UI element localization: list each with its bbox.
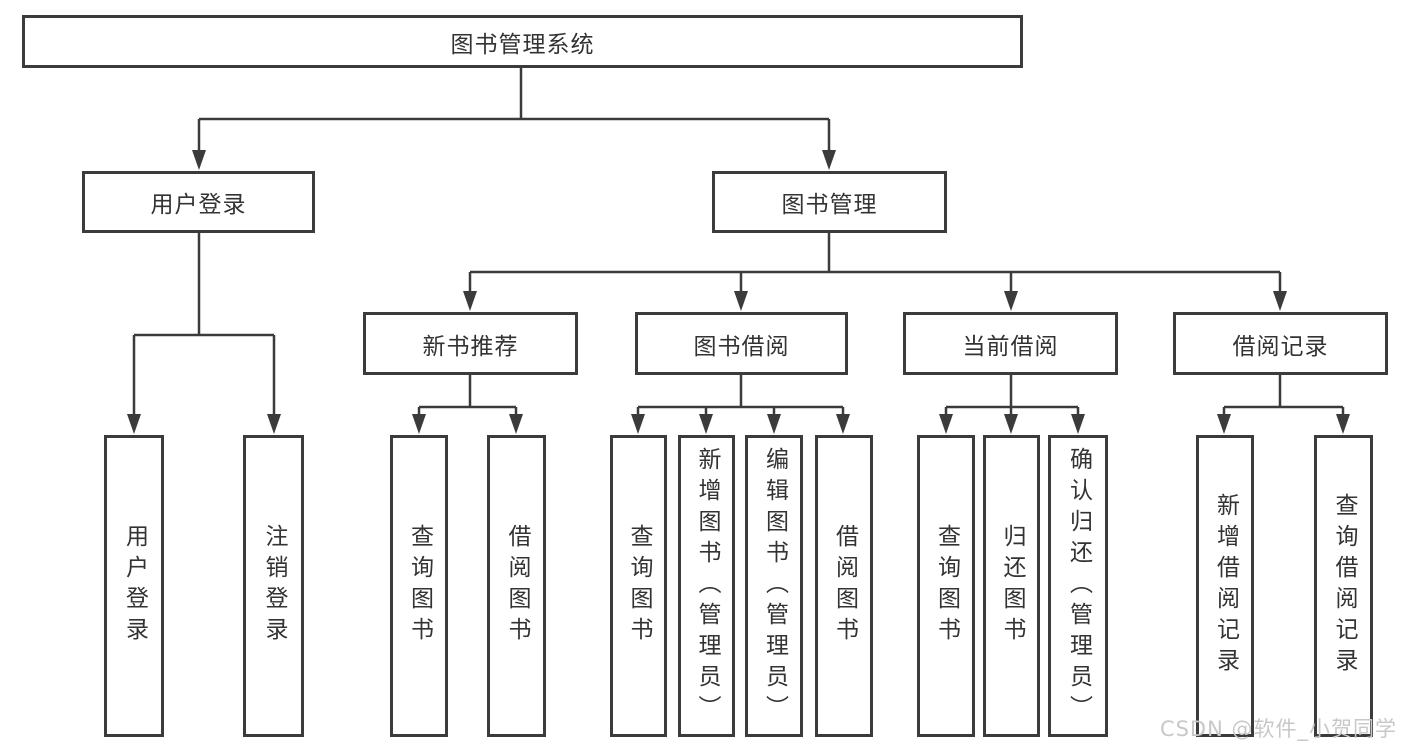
- leaf-confirm-return-admin: 确认归还（管理员）: [1048, 435, 1108, 737]
- connector-user-login-branch: [127, 233, 281, 434]
- leaf-add-borrow-record: 新增借阅记录: [1196, 435, 1254, 737]
- leaf-query-books-3: 查询图书: [917, 435, 975, 737]
- node-root: 图书管理系统: [22, 15, 1023, 68]
- connector-book-borrow-branch: [631, 375, 850, 434]
- arrowhead: [734, 291, 748, 311]
- connector-book-mgmt-branch: [463, 233, 1287, 311]
- arrowhead: [822, 150, 836, 170]
- node-label: 借阅图书: [831, 524, 858, 648]
- node-user-login: 用户登录: [82, 171, 315, 233]
- leaf-query-books-2: 查询图书: [610, 435, 667, 737]
- node-label: 编辑图书（管理员）: [761, 446, 788, 726]
- arrowhead: [1273, 291, 1287, 311]
- node-label: 新增图书（管理员）: [694, 446, 720, 726]
- node-borrowing-records: 借阅记录: [1173, 312, 1388, 375]
- node-label: 当前借阅: [962, 333, 1059, 360]
- connector-new-book-rec-branch: [412, 375, 523, 434]
- node-current-borrowing: 当前借阅: [903, 312, 1118, 375]
- arrowhead: [836, 414, 850, 434]
- leaf-edit-books-admin: 编辑图书（管理员）: [745, 435, 803, 737]
- csdn-watermark: CSDN @软件_小贺同学: [1159, 717, 1397, 741]
- connector-root-branch: [192, 68, 836, 170]
- arrowhead: [192, 150, 206, 170]
- node-label: 新增借阅记录: [1212, 493, 1239, 679]
- leaf-query-books-1: 查询图书: [390, 435, 448, 737]
- arrowhead: [509, 414, 523, 434]
- node-label: 用户登录: [150, 192, 247, 218]
- node-label: 查询图书: [933, 524, 960, 648]
- node-label: 图书借阅: [693, 333, 790, 360]
- leaf-query-borrow-record: 查询借阅记录: [1314, 435, 1373, 737]
- arrowhead: [1004, 291, 1018, 311]
- node-label: 确认归还（管理员）: [1065, 446, 1092, 726]
- arrowhead: [767, 414, 781, 434]
- node-label: 归还图书: [999, 524, 1025, 648]
- node-book-borrowing: 图书借阅: [635, 312, 848, 375]
- leaf-add-books-admin: 新增图书（管理员）: [678, 435, 735, 737]
- arrowhead: [1071, 414, 1085, 434]
- node-label: 用户登录: [121, 524, 148, 648]
- leaf-borrow-books-2: 借阅图书: [815, 435, 873, 737]
- node-book-management: 图书管理: [712, 171, 947, 233]
- leaf-return-books: 归还图书: [983, 435, 1040, 737]
- arrowhead: [412, 414, 426, 434]
- arrowhead: [939, 414, 953, 434]
- node-label: 新书推荐: [422, 333, 519, 360]
- connector-current-borrow-branch: [939, 375, 1085, 434]
- arrowhead: [267, 414, 281, 434]
- connector-borrow-records-branch: [1217, 375, 1350, 434]
- node-label: 图书管理系统: [450, 31, 595, 58]
- leaf-logout-login: 注销登录: [243, 435, 304, 737]
- node-label: 查询图书: [626, 524, 652, 648]
- leaf-borrow-books-1: 借阅图书: [487, 435, 546, 737]
- node-label: 注销登录: [261, 524, 287, 648]
- node-label: 查询图书: [406, 524, 433, 648]
- node-new-book-recommend: 新书推荐: [363, 312, 578, 375]
- leaf-user-login: 用户登录: [104, 435, 164, 737]
- arrowhead: [1217, 414, 1231, 434]
- arrowhead: [1004, 414, 1018, 434]
- node-label: 借阅记录: [1232, 333, 1329, 360]
- node-label: 图书管理: [781, 192, 878, 218]
- arrowhead: [127, 414, 141, 434]
- node-label: 查询借阅记录: [1331, 493, 1357, 679]
- arrowhead: [631, 414, 645, 434]
- arrowhead: [1336, 414, 1350, 434]
- arrowhead: [699, 414, 713, 434]
- arrowhead: [463, 291, 477, 311]
- node-label: 借阅图书: [504, 524, 530, 648]
